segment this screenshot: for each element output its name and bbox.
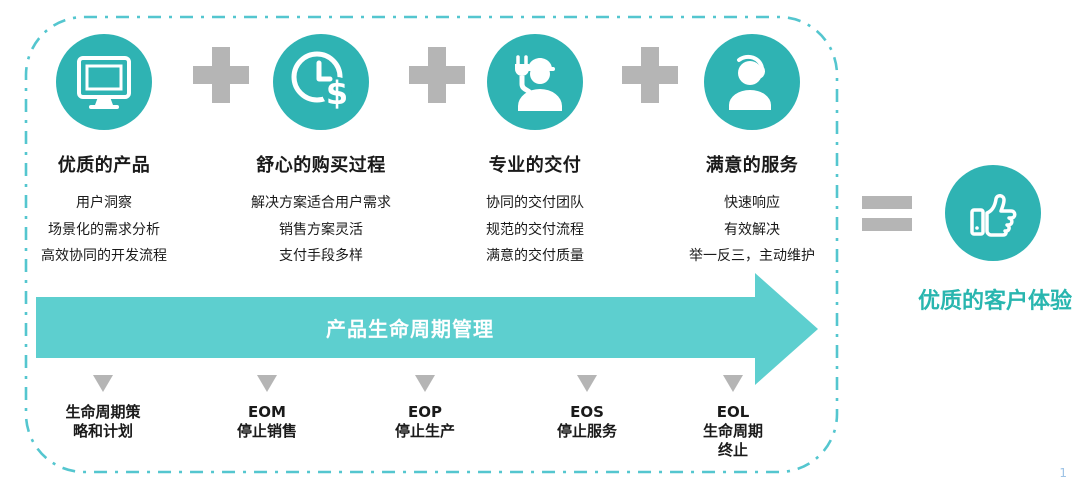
triangle-marker-icon — [93, 375, 113, 392]
point-line: 有效解决 — [724, 221, 780, 238]
arrow-label: 产品生命周期管理 — [326, 317, 494, 341]
point-line: 支付手段多样 — [279, 248, 363, 264]
thumbs-up-icon — [970, 194, 1017, 237]
triangle-marker-icon — [723, 375, 743, 392]
page-number: 1 — [1059, 466, 1067, 480]
column-title-purchase: 舒心的购买过程 — [256, 155, 386, 176]
timeline-label-eol: EOL 生命周期 终止 — [702, 403, 763, 459]
plus-icon — [409, 47, 465, 103]
clock-dollar-icon: $ — [291, 51, 352, 112]
point-line: 快速响应 — [724, 195, 780, 211]
timeline-label-eop: EOP 停止生产 — [394, 403, 455, 440]
point-line: 高效协同的开发流程 — [41, 248, 167, 264]
point-line: 举一反三，主动维护 — [689, 248, 815, 264]
column-title-product: 优质的产品 — [57, 155, 151, 176]
timeline-label-plan: 生命周期策 略和计划 — [65, 403, 141, 440]
point-line: 销售方案灵活 — [279, 221, 363, 238]
timeline-label-eos: EOS 停止服务 — [556, 403, 617, 440]
lifecycle-arrow: 产品生命周期管理 — [36, 273, 818, 385]
monitor-icon — [77, 56, 131, 109]
purchase-icon-circle: $ — [273, 34, 369, 130]
point-line: 规范的交付流程 — [486, 221, 584, 238]
column-points-delivery: 协同的交付团队 规范的交付流程 满意的交付质量 — [405, 190, 665, 270]
product-icon-circle — [56, 34, 152, 130]
engineer-icon — [515, 55, 562, 111]
svg-text:$: $ — [326, 74, 348, 112]
plus-icon — [193, 47, 249, 103]
plus-icon — [622, 47, 678, 103]
triangle-marker-icon — [577, 375, 597, 392]
column-title-service: 满意的服务 — [705, 155, 799, 176]
column-points-purchase: 解决方案适合用户需求 销售方案灵活 支付手段多样 — [191, 190, 451, 270]
column-points-service: 快速响应 有效解决 举一反三，主动维护 — [622, 190, 882, 270]
result-icon-circle — [945, 165, 1041, 261]
triangle-marker-icon — [257, 375, 277, 392]
column-title-delivery: 专业的交付 — [488, 155, 582, 176]
support-agent-icon — [729, 54, 771, 110]
result-label: 优质的客户体验 — [917, 289, 1072, 314]
service-icon-circle — [704, 34, 800, 130]
delivery-icon-circle — [487, 34, 583, 130]
triangle-marker-icon — [415, 375, 435, 392]
point-line: 解决方案适合用户需求 — [251, 195, 391, 211]
point-line: 用户洞察 — [76, 195, 132, 211]
point-line: 协同的交付团队 — [486, 195, 584, 211]
point-line: 满意的交付质量 — [486, 248, 584, 264]
column-points-product: 用户洞察 场景化的需求分析 高效协同的开发流程 — [0, 190, 234, 270]
timeline-label-eom: EOM 停止销售 — [236, 403, 297, 440]
point-line: 场景化的需求分析 — [48, 221, 160, 238]
